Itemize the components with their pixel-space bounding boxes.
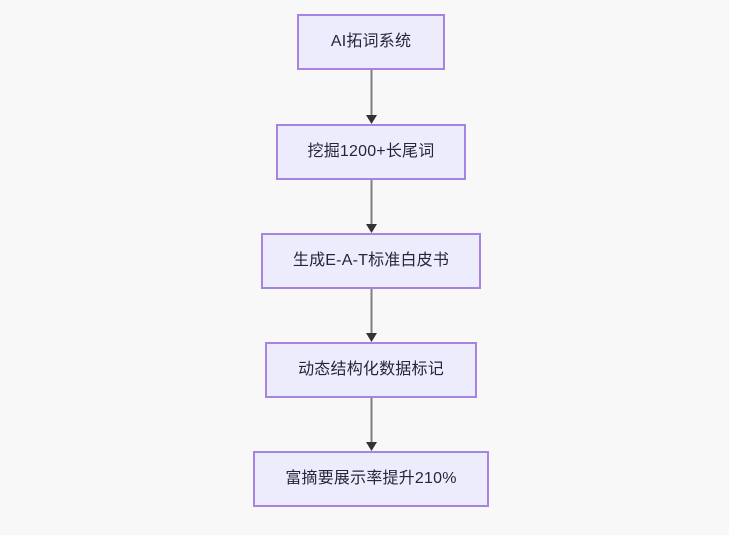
flowchart-node-label: 富摘要展示率提升210% [285,470,457,487]
flowchart-node-label: 生成E-A-T标准白皮书 [292,252,450,269]
flowchart-node-2[interactable]: 挖掘1200+长尾词 [276,124,466,180]
arrow-down-icon [366,180,377,233]
arrow-down-icon [366,398,377,451]
flowchart-edge-3-4 [366,289,377,342]
arrow-down-icon [366,70,377,124]
flowchart-node-label: 动态结构化数据标记 [298,361,444,378]
flowchart-edge-4-5 [366,398,377,451]
flowchart-node-label: 挖掘1200+长尾词 [307,143,435,160]
flowchart-node-3[interactable]: 生成E-A-T标准白皮书 [261,233,481,289]
flowchart-node-5[interactable]: 富摘要展示率提升210% [253,451,489,507]
flowchart-edge-2-3 [366,180,377,233]
arrow-down-icon [366,289,377,342]
flowchart-node-1[interactable]: AI拓词系统 [297,14,445,70]
flowchart-node-4[interactable]: 动态结构化数据标记 [265,342,477,398]
flowchart-node-label: AI拓词系统 [330,33,412,50]
flowchart-edge-1-2 [366,70,377,124]
